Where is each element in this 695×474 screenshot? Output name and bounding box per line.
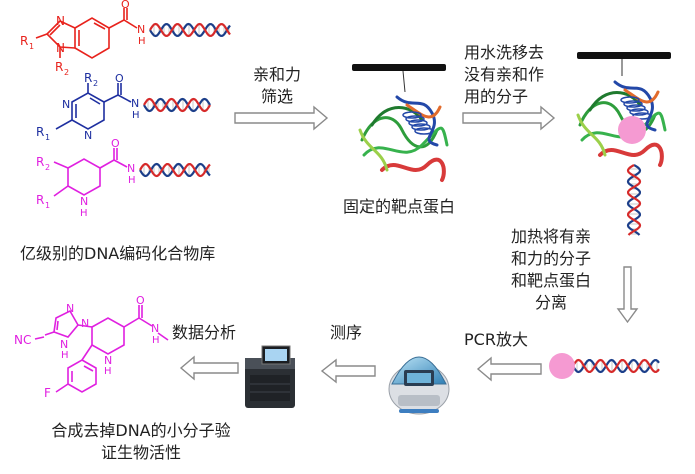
mol3-r1-sub: 1	[45, 201, 50, 210]
dna-strand-b	[572, 358, 660, 374]
dna-strand-a	[572, 358, 660, 374]
protein-helix-coil	[629, 108, 649, 116]
mol3-n-h: H	[80, 208, 88, 219]
protein-ribbon	[576, 113, 607, 157]
dna-strand-b	[626, 164, 642, 236]
mol1-r1: R	[20, 34, 28, 48]
protein-helix-coil	[623, 100, 643, 108]
label-heat-separation: 加热将有亲 和力的分子 和靶点蛋白 分离	[511, 227, 592, 312]
mol1-o: O	[121, 0, 130, 11]
mol2-nh-h: H	[132, 110, 140, 121]
mol1-nh-h: H	[138, 36, 146, 47]
label-dna-library: 亿级别的DNA编码化合物库	[20, 244, 216, 263]
final-ring-n2: N	[81, 317, 89, 330]
mol1-nh-n: N	[137, 23, 145, 36]
mol3-n: N	[80, 195, 88, 208]
protein-helix-coil	[408, 119, 428, 127]
dna-sequencer-icon	[245, 345, 295, 408]
label-synthesis-validation: 合成去掉DNA的小分子验 证生物活性	[51, 421, 231, 462]
protein-ribbon	[358, 128, 389, 172]
protein-ribbon	[405, 103, 442, 119]
dna-tag-bound	[626, 164, 642, 236]
dna-tag-mol2	[143, 97, 211, 113]
protein-ribbon	[380, 157, 446, 182]
label-wash: 用水洗移去 没有亲和作 用的分子	[464, 43, 545, 106]
mol1-n2: N	[56, 41, 65, 55]
arrow-heat	[616, 266, 639, 324]
final-ring-n3: N	[60, 338, 68, 351]
protein-ribbon	[362, 126, 449, 157]
protein-ribbon	[598, 142, 664, 167]
mol2-n1: N	[62, 98, 70, 111]
mol3-o: O	[111, 137, 120, 150]
dna-strand-a	[626, 164, 642, 236]
dna-strand-a	[139, 162, 211, 178]
final-nh-n: N	[151, 322, 159, 335]
final-pip-h: H	[104, 366, 112, 377]
label-pcr: PCR放大	[464, 330, 528, 349]
mol3-r2: R	[36, 155, 44, 169]
final-o: O	[136, 294, 145, 307]
mol3-r2-sub: 2	[45, 163, 50, 172]
mol3-nh-h: H	[128, 175, 136, 186]
protein-helix-coil	[411, 123, 431, 131]
immobilized-target-protein	[352, 64, 449, 182]
mol2-o: O	[115, 72, 124, 85]
dna-strand-b	[149, 22, 231, 38]
protein-helix-coil	[620, 96, 640, 104]
arrow-data-analysis	[179, 355, 239, 381]
protein-helix-coil	[632, 112, 652, 120]
mol1-r2-sub: 2	[64, 68, 69, 77]
final-nh-h: H	[152, 335, 160, 346]
protein-ribbon	[395, 95, 439, 147]
molecule-benzimidazole	[35, 8, 138, 59]
arrow-wash	[462, 105, 556, 131]
molecule-pyrimidine	[55, 83, 132, 130]
dna-strand-b	[143, 97, 211, 113]
dna-strand-a	[149, 22, 231, 38]
protein-helix-coil	[626, 104, 646, 112]
molecule-piperidine	[53, 148, 128, 197]
label-data-analysis: 数据分析	[172, 323, 237, 342]
dna-tag-pcr	[572, 358, 660, 374]
dna-strand-b	[139, 162, 211, 178]
mol2-r2: R	[84, 71, 92, 85]
label-affinity-screening: 亲和力 筛选	[253, 65, 302, 106]
dna-tag-mol3	[139, 162, 211, 178]
mol3-r1: R	[36, 193, 44, 207]
pcr-molecule-bead	[549, 353, 575, 379]
final-f: F	[44, 386, 51, 400]
mol2-nh-n: N	[131, 97, 139, 110]
arrow-affinity	[234, 105, 329, 131]
final-ring-n1: N	[66, 302, 74, 315]
protein-bound-complex	[576, 52, 671, 167]
protein-helix-coil	[402, 111, 422, 119]
label-target-protein: 固定的靶点蛋白	[343, 197, 456, 216]
protein-ribbon	[623, 88, 660, 104]
mol1-r2: R	[55, 60, 63, 74]
pcr-thermocycler-icon	[388, 356, 450, 415]
mol1-r1-sub: 1	[29, 42, 34, 51]
arrow-sequencing	[320, 358, 376, 384]
mol3-nh-n: N	[127, 162, 135, 175]
mol2-r1: R	[36, 125, 44, 139]
dna-tag-mol1	[149, 22, 231, 38]
bound-molecule-bead	[618, 116, 646, 144]
final-ring-h: H	[61, 350, 69, 361]
mol2-r1-sub: 1	[45, 133, 50, 142]
final-small-molecule	[34, 305, 169, 393]
final-pip-n: N	[104, 354, 112, 367]
mol2-r2-sub: 2	[93, 79, 98, 88]
mol2-n2: N	[84, 129, 92, 142]
protein-helix-coil	[414, 127, 434, 135]
final-nc: NC	[14, 333, 31, 347]
arrow-pcr	[476, 356, 542, 382]
mol1-n1: N	[56, 14, 65, 28]
label-sequencing: 测序	[330, 323, 363, 342]
protein-ribbon	[613, 80, 657, 132]
protein-helix-coil	[405, 115, 425, 123]
